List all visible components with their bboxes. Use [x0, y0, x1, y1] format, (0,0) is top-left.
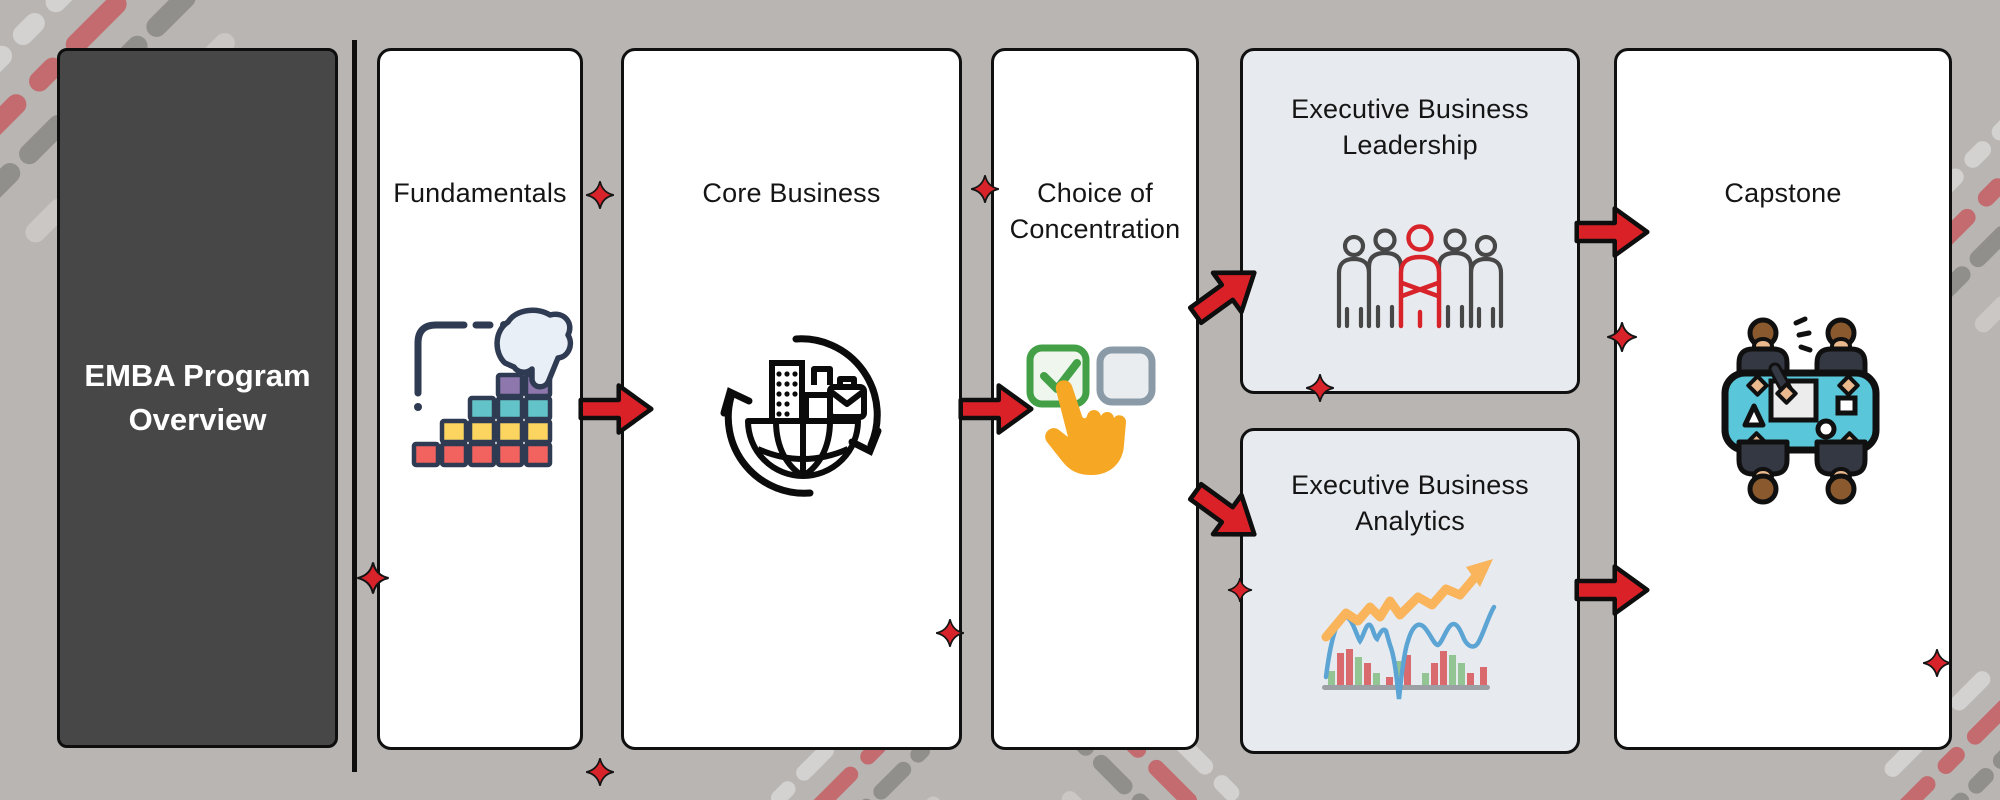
arrow-fundamentals-to-core	[578, 380, 654, 438]
stage-title: Executive Business Leadership	[1291, 94, 1529, 160]
four-point-star-icon	[585, 180, 615, 210]
stock-analytics-chart-icon	[1321, 559, 1497, 700]
arrow-analytics-to-capstone	[1574, 561, 1650, 619]
program-title: EMBA Program Overview	[84, 358, 311, 437]
checkbox-choice-hand-icon	[1026, 344, 1156, 475]
four-point-star-icon	[1922, 648, 1952, 678]
stage-card-core-business: Core Business	[621, 48, 962, 750]
four-point-star-icon	[585, 757, 615, 787]
stage-card-capstone: Capstone	[1614, 48, 1952, 750]
stage-card-choice-of-concentration: Choice of Concentration	[991, 48, 1199, 750]
four-point-star-icon	[1227, 577, 1253, 603]
four-point-star-icon	[1606, 321, 1638, 353]
four-point-star-icon	[935, 618, 965, 648]
leader-among-team-icon	[1336, 224, 1504, 329]
stage-title: Choice of Concentration	[1009, 178, 1181, 244]
four-point-star-icon	[1305, 373, 1335, 403]
stage-title: Core Business	[702, 178, 881, 208]
program-title-panel: EMBA Program Overview	[57, 48, 338, 748]
hand-stacking-bar-chart-icon	[411, 307, 574, 468]
stage-card-executive-business-leadership: Executive Business Leadership	[1240, 48, 1580, 394]
four-point-star-icon	[970, 174, 1000, 204]
stage-title: Fundamentals	[393, 178, 567, 208]
stage-card-fundamentals: Fundamentals	[377, 48, 583, 750]
arrow-core-to-choice	[958, 380, 1034, 438]
four-point-star-icon	[356, 561, 390, 595]
stage-title: Capstone	[1724, 178, 1842, 208]
meeting-table-teamwork-icon	[1721, 316, 1880, 505]
stage-card-executive-business-analytics: Executive Business Analytics	[1240, 428, 1580, 754]
arrow-leadership-to-capstone	[1574, 203, 1650, 261]
stage-title: Executive Business Analytics	[1291, 470, 1529, 536]
divider-line	[352, 40, 357, 772]
global-business-cycle-icon	[720, 335, 882, 497]
